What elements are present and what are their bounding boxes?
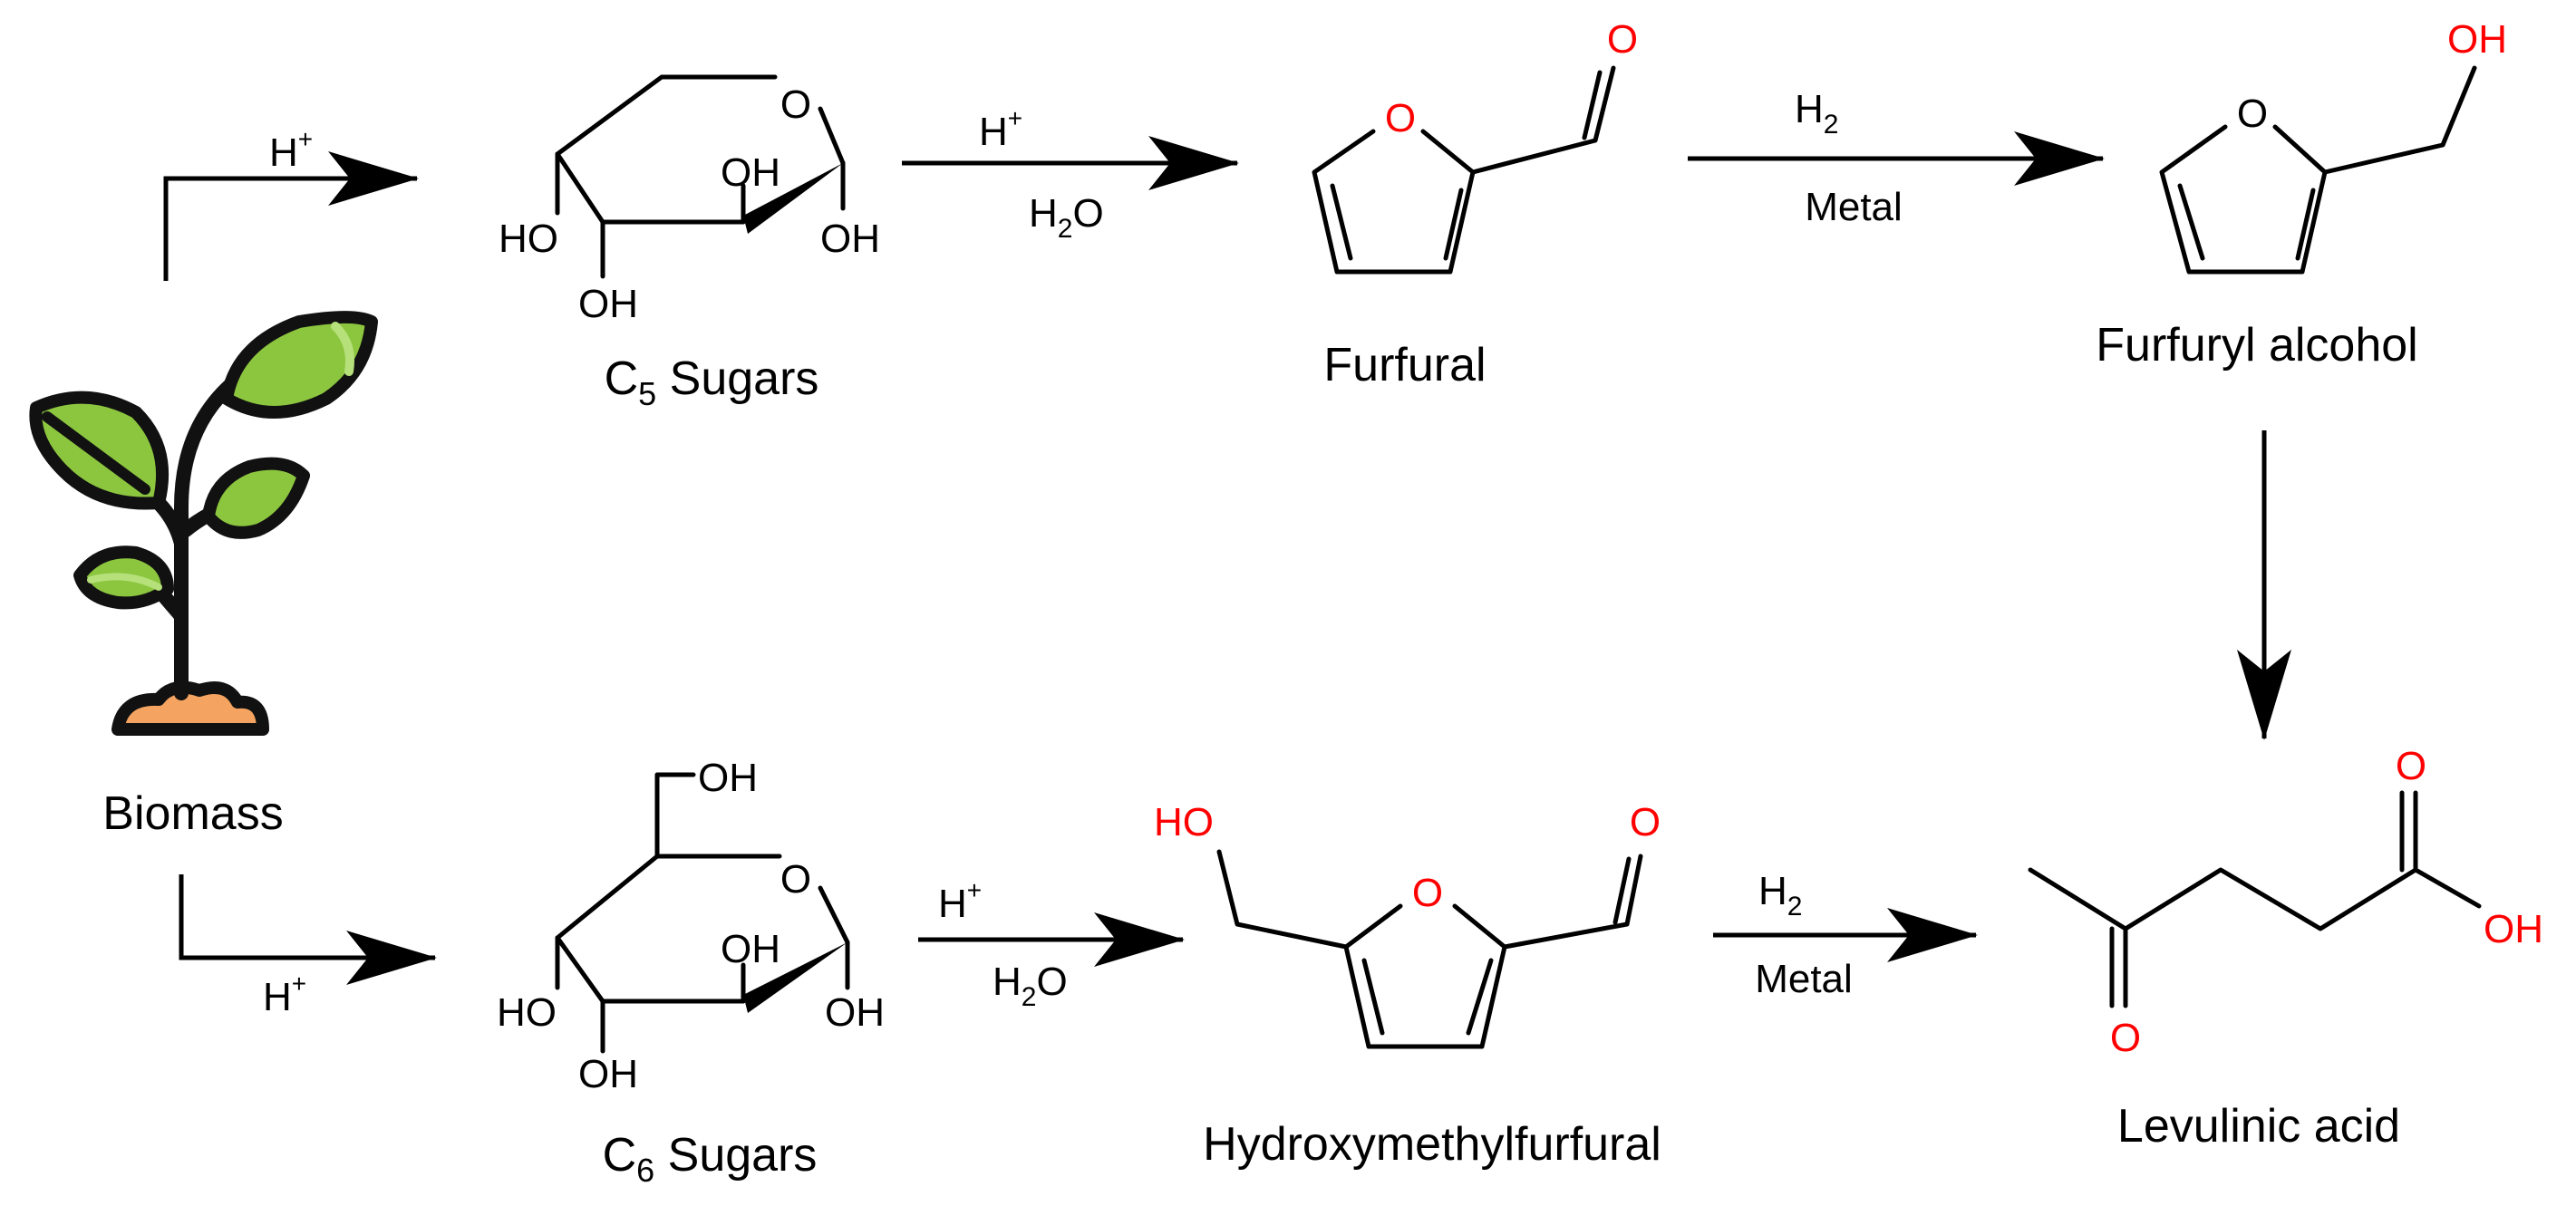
svg-text:O: O xyxy=(1385,96,1416,140)
reagent-acid-hmf: H+ xyxy=(938,876,982,926)
svg-text:OH: OH xyxy=(721,150,780,195)
svg-text:O: O xyxy=(1607,17,1638,62)
svg-text:OH: OH xyxy=(2447,17,2507,62)
reagent-water-hmf: H2O xyxy=(993,960,1068,1012)
svg-text:O: O xyxy=(1630,800,1661,844)
svg-text:OH: OH xyxy=(698,756,758,800)
svg-text:OH: OH xyxy=(820,217,880,261)
reagent-metal-bottom: Metal xyxy=(1755,957,1853,1001)
reagent-water-furfural: H2O xyxy=(1029,191,1104,244)
levulinic-acid-label: Levulinic acid xyxy=(2117,1100,2400,1153)
reagent-hydrogen-top: H2 xyxy=(1795,87,1838,140)
reagent-acid-bottom: H+ xyxy=(263,970,306,1019)
hmf-label: Hydroxymethylfurfural xyxy=(1203,1118,1661,1171)
furfuryl-alcohol-label: Furfuryl alcohol xyxy=(2096,319,2417,371)
c6-sugar-structure: OH O OH HO OH OH xyxy=(497,756,885,1096)
svg-text:O: O xyxy=(2110,1016,2141,1060)
arrow-biomass-to-c6 xyxy=(179,874,437,985)
plant-icon xyxy=(29,311,378,736)
svg-text:O: O xyxy=(1412,871,1443,915)
reagent-acid-furfural: H+ xyxy=(979,104,1022,154)
reagent-acid-top: H+ xyxy=(269,125,313,175)
c5-sugar-structure: O OH HO OH OH xyxy=(499,74,880,326)
svg-text:HO: HO xyxy=(499,217,558,261)
svg-text:O: O xyxy=(780,82,811,127)
furfuryl-alcohol-structure: O OH xyxy=(2159,17,2507,275)
reagent-metal-top: Metal xyxy=(1805,185,1903,229)
svg-text:HO: HO xyxy=(497,990,557,1035)
svg-text:O: O xyxy=(2396,744,2426,788)
c6-sugars-label: C6 Sugars xyxy=(603,1129,818,1189)
svg-text:OH: OH xyxy=(721,927,780,971)
reagent-hydrogen-bottom: H2 xyxy=(1758,869,1802,921)
levulinic-acid-structure: O O OH xyxy=(2028,744,2543,1060)
svg-text:OH: OH xyxy=(578,1052,638,1096)
svg-text:OH: OH xyxy=(2484,907,2543,951)
biomass-label: Biomass xyxy=(102,787,283,840)
furfural-label: Furfural xyxy=(1323,339,1486,391)
svg-text:OH: OH xyxy=(578,282,638,326)
svg-text:O: O xyxy=(780,857,811,902)
svg-text:OH: OH xyxy=(825,990,885,1035)
c5-sugars-label: C5 Sugars xyxy=(605,352,819,412)
arrow-biomass-to-c5 xyxy=(163,151,419,281)
svg-text:O: O xyxy=(2237,92,2268,136)
hmf-structure: O HO O xyxy=(1154,800,1661,1049)
furfural-structure: O O xyxy=(1312,17,1638,275)
svg-text:HO: HO xyxy=(1154,800,1214,844)
